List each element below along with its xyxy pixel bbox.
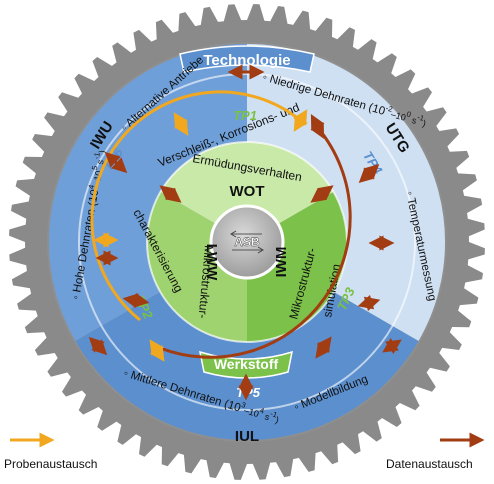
arrow-tp1-tp4-probe bbox=[293, 109, 308, 132]
banner-bottom: Werkstoff bbox=[199, 350, 293, 379]
project-tp1: TP1 bbox=[233, 108, 257, 123]
arrow-wot-iwm-data bbox=[310, 185, 334, 203]
banner-top: Technologie bbox=[179, 45, 315, 73]
sector-wot bbox=[160, 142, 334, 242]
banner-bottom-label: Werkstoff bbox=[214, 356, 279, 372]
arrow-iwu-data bbox=[104, 151, 128, 174]
legend-data-label: Datenaustausch bbox=[386, 457, 473, 471]
arrow-tp2-tp5-probe bbox=[149, 339, 165, 362]
project-tp5: TP5 bbox=[236, 385, 261, 400]
legend-probe-label: Probenaustausch bbox=[4, 457, 98, 471]
data-arc-tp4-tp3 bbox=[159, 127, 352, 359]
exchange-arrows bbox=[88, 64, 402, 401]
arrow-tp4-data bbox=[310, 114, 325, 139]
center-label: ASB bbox=[234, 235, 260, 249]
banner-top-label: Technologie bbox=[203, 52, 290, 69]
arrow-tp2-data bbox=[122, 292, 150, 309]
sector-iwu bbox=[48, 44, 247, 341]
arrow-tp6-tp1-probe bbox=[173, 112, 189, 136]
arrow-tp3-data bbox=[357, 294, 381, 312]
probe-arc-tp1-tp2 bbox=[90, 90, 301, 322]
institute-lww: LWW bbox=[203, 244, 220, 281]
arrow-iul-right-data bbox=[382, 337, 402, 355]
center-disc bbox=[209, 204, 285, 280]
institute-wot: WOT bbox=[230, 183, 265, 200]
arrow-tp3-tp5-data bbox=[315, 336, 332, 359]
arrow-utg-data bbox=[358, 163, 380, 184]
lww-text-line1: Mikrostruktur- bbox=[196, 245, 216, 319]
arrow-wot-lww-data bbox=[159, 185, 182, 203]
institute-iwm: IWM bbox=[273, 247, 290, 278]
institute-iul: IUL bbox=[235, 428, 259, 445]
arrow-iul-left-data bbox=[88, 336, 108, 356]
